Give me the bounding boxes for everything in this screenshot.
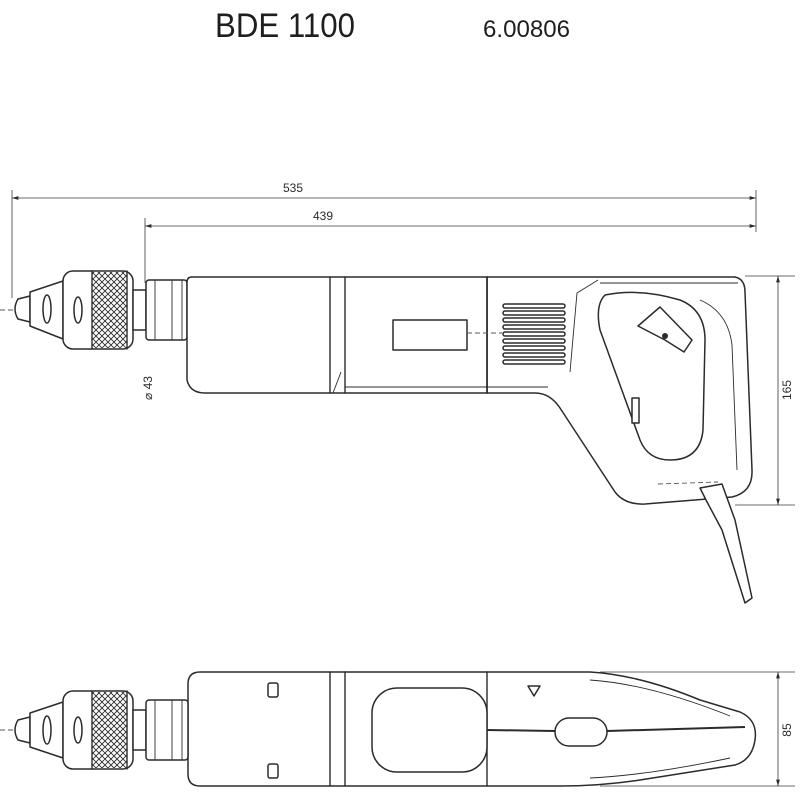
top-collar (132, 709, 147, 751)
top-oval-slot (554, 717, 608, 747)
top-chuck-tip (14, 716, 31, 744)
vent-slot (502, 324, 566, 330)
side-power-cord (699, 483, 753, 604)
top-triangle-marker (527, 685, 541, 697)
top-recessed-panel (371, 687, 488, 773)
top-spindle-neck (145, 699, 189, 761)
vent-slot (502, 359, 566, 365)
dim-535-label: 535 (283, 181, 303, 195)
side-lock-switch (631, 397, 640, 424)
side-chuck-tip (14, 295, 31, 323)
side-chuck-knurl (92, 272, 127, 348)
dim-diameter-43-label: ⌀ 43 (141, 376, 155, 400)
part-number: 6.00806 (483, 16, 570, 43)
side-housing-bevel (332, 371, 342, 394)
model-title: BDE 1100 (215, 7, 355, 45)
vent-slot (502, 317, 566, 323)
side-chuck-key-hole (42, 294, 52, 324)
dim-439-label: 439 (313, 209, 333, 223)
vent-slot (502, 303, 566, 309)
top-chuck-key-hole (42, 715, 52, 745)
top-marker-upper (267, 682, 279, 698)
top-chuck-knurl (92, 692, 127, 768)
vent-slot (502, 310, 566, 316)
top-rear-inner-contour-lower (589, 757, 731, 779)
top-chuck-jaw-hole (73, 716, 83, 744)
side-spindle-neck (145, 279, 188, 341)
top-center-ridge-rear (606, 726, 746, 732)
side-handle-inner-contour (699, 299, 738, 471)
vent-slot (502, 345, 566, 351)
vent-slot (502, 331, 566, 337)
side-trigger-pivot (662, 333, 668, 339)
side-handle-hidden-line (657, 481, 719, 485)
side-collar (132, 289, 147, 331)
dim-85-label: 85 (780, 723, 794, 737)
top-rear-inner-contour-upper (589, 679, 731, 717)
side-chuck-jaw-hole (73, 296, 83, 324)
top-marker-lower (267, 763, 279, 779)
side-trigger (637, 306, 693, 353)
side-motor-housing (186, 276, 488, 394)
dim-165-label: 165 (780, 380, 794, 400)
vent-slot (502, 352, 566, 358)
top-center-ridge-front (486, 729, 556, 732)
vent-slot (502, 338, 566, 344)
side-rating-label (392, 319, 468, 351)
side-handle-seam (569, 279, 599, 373)
side-vent-slots (502, 303, 566, 365)
